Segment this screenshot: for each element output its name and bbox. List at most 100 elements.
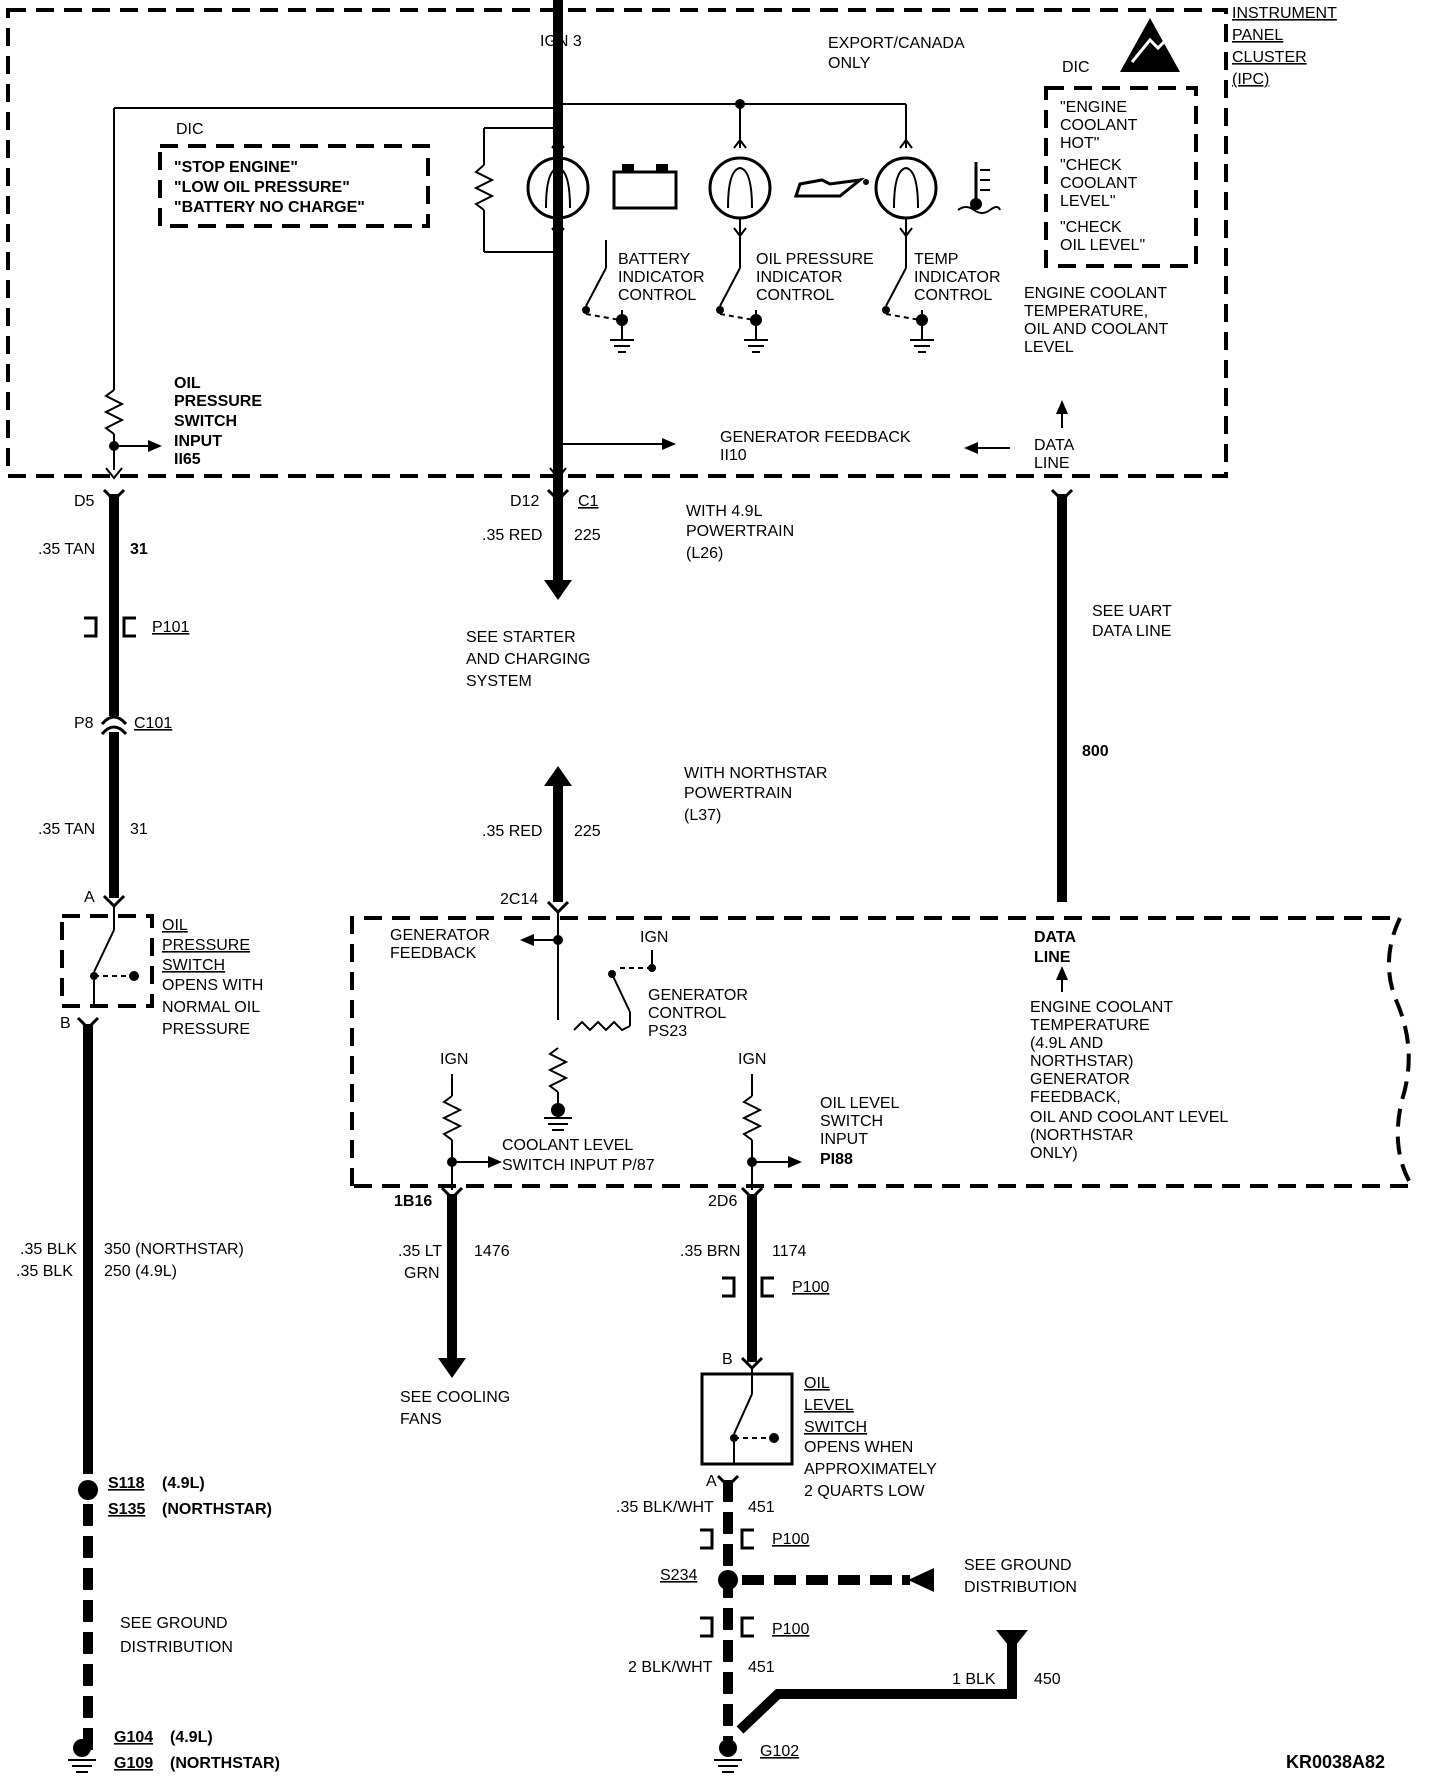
- splice-s234-icon: [718, 1570, 738, 1590]
- svg-text:.35 BLK: .35 BLK: [16, 1263, 73, 1280]
- dic-right-box: [1044, 86, 1198, 268]
- svg-text:ONLY): ONLY): [1030, 1145, 1078, 1162]
- see-starter-note: SEE STARTER AND CHARGING SYSTEM: [466, 629, 590, 690]
- dic-left-label: DIC: [176, 121, 204, 138]
- svg-text:COOLANT: COOLANT: [1060, 117, 1138, 134]
- svg-text:TEMPERATURE: TEMPERATURE: [1030, 1017, 1150, 1034]
- svg-text:DISTRIBUTION: DISTRIBUTION: [964, 1579, 1077, 1596]
- battery-symbol-icon: [612, 164, 678, 210]
- svg-text:SWITCH: SWITCH: [162, 957, 225, 974]
- export-note: EXPORT/CANADA: [828, 35, 965, 52]
- svg-text:SWITCH: SWITCH: [174, 413, 237, 430]
- ipc-generator-feedback-label: GENERATOR FEEDBACK II10: [720, 429, 911, 464]
- svg-text:GENERATOR: GENERATOR: [390, 927, 490, 944]
- pcm-boundary: [350, 916, 1416, 1188]
- splice-s118-s135: [78, 1480, 98, 1500]
- svg-text:PRESSURE: PRESSURE: [174, 393, 262, 410]
- splice-s135-note: (NORTHSTAR): [162, 1501, 272, 1518]
- svg-text:DATA: DATA: [1034, 437, 1075, 454]
- svg-text:"CHECK: "CHECK: [1060, 219, 1122, 236]
- svg-text:NORTHSTAR): NORTHSTAR): [1030, 1053, 1133, 1070]
- svg-text:PS23: PS23: [648, 1023, 687, 1040]
- with-49l-note: WITH 4.9L POWERTRAIN (L26): [686, 503, 794, 562]
- svg-text:CONTROL: CONTROL: [914, 287, 992, 304]
- oil-level-switch-box: [700, 1372, 794, 1466]
- svg-text:LEVEL: LEVEL: [1024, 339, 1074, 356]
- lower-left-ground-note: SEE GROUND DISTRIBUTION: [120, 1615, 233, 1656]
- svg-text:OIL LEVEL": OIL LEVEL": [1060, 237, 1145, 254]
- ground-g109: G109: [114, 1755, 153, 1772]
- svg-text:SEE STARTER: SEE STARTER: [466, 629, 576, 646]
- svg-text:WITH NORTHSTAR: WITH NORTHSTAR: [684, 765, 827, 782]
- svg-text:COOLANT: COOLANT: [1060, 175, 1138, 192]
- splice-s135: S135: [108, 1501, 145, 1518]
- pcm-ign-3: IGN: [738, 1051, 766, 1068]
- svg-text:WITH 4.9L: WITH 4.9L: [686, 503, 763, 520]
- svg-text:DISTRIBUTION: DISTRIBUTION: [120, 1639, 233, 1656]
- svg-text:SEE COOLING: SEE COOLING: [400, 1389, 510, 1406]
- oil-pressure-switch-label: OIL PRESSURE SWITCH OPENS WITH NORMAL OI…: [162, 917, 263, 1038]
- svg-text:.35 LT: .35 LT: [398, 1243, 442, 1260]
- svg-text:350 (NORTHSTAR): 350 (NORTHSTAR): [104, 1241, 244, 1258]
- svg-text:TEMPERATURE,: TEMPERATURE,: [1024, 303, 1148, 320]
- svg-text:INDICATOR: INDICATOR: [914, 269, 1001, 286]
- svg-text:INDICATOR: INDICATOR: [756, 269, 843, 286]
- circuit-1174: 1174: [772, 1243, 807, 1260]
- svg-text:OPENS WHEN: OPENS WHEN: [804, 1439, 913, 1456]
- wire-blk-1: 1 BLK: [952, 1671, 996, 1688]
- circuit-31-b: 31: [130, 821, 148, 838]
- svg-text:NORMAL OIL: NORMAL OIL: [162, 999, 260, 1016]
- circuit-1476: 1476: [474, 1243, 510, 1260]
- svg-text:ENGINE COOLANT: ENGINE COOLANT: [1030, 999, 1173, 1016]
- svg-text:PANEL: PANEL: [1232, 27, 1283, 44]
- svg-text:OPENS WITH: OPENS WITH: [162, 977, 263, 994]
- ipc-title: INSTRUMENT PANEL CLUSTER (IPC): [1232, 5, 1337, 88]
- export-note-2: ONLY: [828, 55, 871, 72]
- svg-text:DATA: DATA: [1034, 929, 1077, 946]
- wire-blkwht-1: .35 BLK/WHT: [616, 1499, 714, 1516]
- svg-text:CONTROL: CONTROL: [648, 1005, 726, 1022]
- svg-text:OIL AND COOLANT LEVEL: OIL AND COOLANT LEVEL: [1030, 1109, 1228, 1126]
- svg-text:OIL LEVEL: OIL LEVEL: [820, 1095, 900, 1112]
- circuit-450: 450: [1034, 1671, 1061, 1688]
- dic-msg-low-oil: "LOW OIL PRESSURE": [174, 179, 350, 196]
- svg-text:GENERATOR: GENERATOR: [648, 987, 748, 1004]
- dic-left-box: [158, 144, 430, 228]
- svg-text:TEMP: TEMP: [914, 251, 958, 268]
- connector-p100-b-icon: [700, 1528, 754, 1550]
- pin-p8: P8: [74, 715, 94, 732]
- pcm-generator-feedback-label: GENERATOR FEEDBACK: [390, 927, 490, 962]
- see-uart-note: SEE UART DATA LINE: [1092, 603, 1172, 640]
- svg-text:250 (4.9L): 250 (4.9L): [104, 1263, 177, 1280]
- ground-g102: G102: [760, 1743, 799, 1760]
- dic-msg-stop-engine: "STOP ENGINE": [174, 159, 298, 176]
- oil-level-switch-label: OIL LEVEL SWITCH OPENS WHEN APPROXIMATEL…: [804, 1375, 937, 1500]
- svg-text:DATA LINE: DATA LINE: [1092, 623, 1171, 640]
- ground-g104-note: (4.9L): [170, 1729, 213, 1746]
- svg-text:(L26): (L26): [686, 545, 723, 562]
- ground-g102-icon: [714, 1739, 742, 1773]
- svg-text:FEEDBACK: FEEDBACK: [390, 945, 477, 962]
- ipc-ect-note: ENGINE COOLANT TEMPERATURE, OIL AND COOL…: [1024, 285, 1169, 356]
- svg-text:INPUT: INPUT: [174, 433, 222, 450]
- svg-text:APPROXIMATELY: APPROXIMATELY: [804, 1461, 937, 1478]
- pcm-ign-2: IGN: [440, 1051, 468, 1068]
- svg-text:OIL AND COOLANT: OIL AND COOLANT: [1024, 321, 1169, 338]
- svg-text:GENERATOR: GENERATOR: [1030, 1071, 1130, 1088]
- svg-text:SYSTEM: SYSTEM: [466, 673, 532, 690]
- lower-right-ground-note: SEE GROUND DISTRIBUTION: [964, 1557, 1077, 1596]
- pcm-ect-note: ENGINE COOLANT TEMPERATURE (4.9L AND NOR…: [1030, 999, 1228, 1162]
- ols-pin-b: B: [722, 1351, 733, 1368]
- svg-text:INDICATOR: INDICATOR: [618, 269, 705, 286]
- svg-text:II10: II10: [720, 447, 747, 464]
- circuit-451-a: 451: [748, 1499, 775, 1516]
- connector-p101: P101: [152, 619, 189, 636]
- svg-text:BATTERY: BATTERY: [618, 251, 691, 268]
- svg-text:.35 BLK: .35 BLK: [20, 1241, 77, 1258]
- ground-g109-note: (NORTHSTAR): [170, 1755, 280, 1772]
- wire-tan-1: .35 TAN: [38, 541, 95, 558]
- svg-text:POWERTRAIN: POWERTRAIN: [686, 523, 794, 540]
- splice-s118-note: (4.9L): [162, 1475, 205, 1492]
- svg-text:PRESSURE: PRESSURE: [162, 937, 250, 954]
